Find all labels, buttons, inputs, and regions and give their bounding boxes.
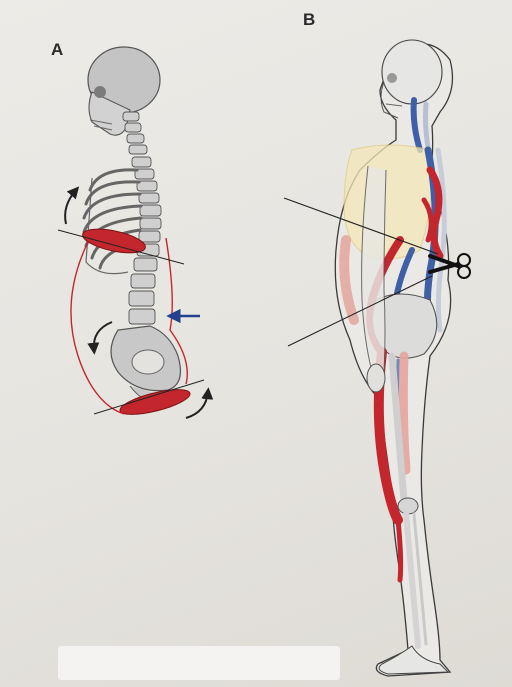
abdomen-highlight bbox=[344, 145, 432, 259]
quadriceps-muscle bbox=[403, 356, 406, 470]
curved-arrow-icon bbox=[65, 190, 76, 224]
curved-arrow-icon bbox=[94, 322, 112, 350]
hand-b bbox=[367, 364, 385, 392]
shin-muscle bbox=[398, 520, 401, 580]
posture-curve-front bbox=[71, 242, 124, 414]
panel-b-figure bbox=[284, 40, 470, 676]
skull-a bbox=[88, 47, 160, 135]
knee-joint bbox=[398, 498, 418, 514]
panel-a-skeleton bbox=[58, 47, 208, 419]
caption-area bbox=[58, 646, 340, 680]
